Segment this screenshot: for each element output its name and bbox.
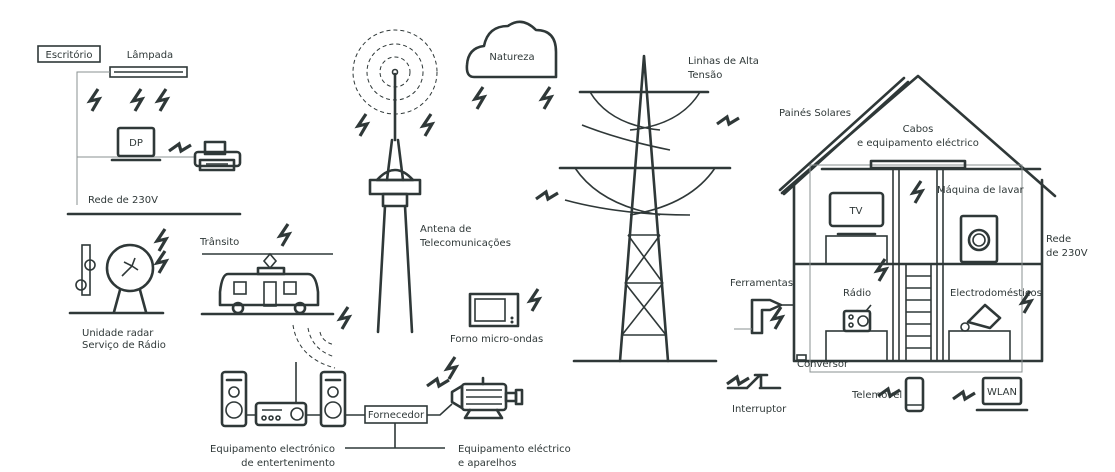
lightning-bolt-icon	[540, 85, 553, 111]
supply-line	[345, 423, 445, 449]
antenna-label-1: Antena de	[420, 224, 471, 235]
lightning-bolt-icon	[911, 179, 924, 205]
speaker-icon	[220, 370, 248, 428]
converter-icon	[796, 354, 807, 361]
hv-label-2: Tensão	[687, 70, 722, 81]
office-label-box	[37, 45, 101, 63]
lightning-bolt-icon	[421, 112, 434, 138]
house-grid-label-1: Rede	[1046, 234, 1071, 245]
microwave-scene: Forno micro-ondas	[450, 287, 543, 345]
mobile-label: Telemóvel	[851, 389, 902, 401]
antenna-label-2: Telecomunicações	[419, 238, 511, 249]
lightning-bolt-icon	[278, 222, 291, 248]
switch-label: Interruptor	[732, 404, 787, 415]
lightning-bolt-icon	[528, 287, 541, 313]
entertainment-label-1: Equipamento electrónico	[210, 443, 335, 455]
lightning-bolt-icon	[445, 355, 458, 381]
converter-label: Conversor	[797, 359, 849, 370]
tram-scene: Trânsito	[199, 222, 335, 316]
high-voltage-pylon: Linhas de Alta Tensão	[534, 54, 759, 363]
washer-label: Máquina de lavar	[937, 184, 1024, 196]
lightning-bolt-icon	[338, 305, 351, 331]
stairs-icon	[905, 264, 932, 361]
supplier-label: Fornecedor	[368, 410, 425, 421]
cables-label-1: Cabos	[903, 124, 934, 135]
office-wire	[76, 71, 110, 205]
nature-label: Natureza	[489, 52, 534, 63]
hv-label-1: Linhas de Alta	[688, 56, 759, 67]
speaker-icon	[319, 370, 347, 428]
office-label: Escritório	[46, 49, 93, 61]
lightning-bolt-icon	[534, 190, 560, 201]
printer-icon	[193, 140, 242, 172]
radar-dish-icon	[105, 243, 155, 314]
drill-icon	[734, 298, 794, 335]
lightning-bolt-icon	[156, 87, 169, 113]
microwave-icon	[468, 292, 520, 328]
radar-label-2: Serviço de Rádio	[82, 339, 166, 351]
tv-icon	[825, 191, 888, 265]
supplier-scene: Fornecedor Equipamento electrónico de en…	[210, 305, 571, 469]
house-grid-label-2: de 230V	[1046, 248, 1088, 259]
nature-cloud: Natureza	[465, 20, 558, 111]
cloud-icon	[465, 20, 558, 79]
washing-machine-icon	[959, 214, 999, 264]
cables-label-2: e equipamento eléctrico	[857, 137, 979, 149]
lightning-bolt-icon	[155, 227, 168, 253]
radar-scene: Unidade radar Serviço de Rádio	[68, 227, 168, 351]
lightning-bolt-icon	[725, 375, 751, 386]
radar-label-1: Unidade radar	[82, 328, 154, 339]
wlan-laptop-icon	[975, 376, 1029, 412]
lightning-bolt-icon	[167, 142, 193, 153]
lamp-label: Lâmpada	[127, 49, 173, 61]
lightning-bolt-icon	[473, 85, 486, 111]
radio-icon	[825, 304, 888, 362]
lightning-bolt-icon	[88, 87, 101, 113]
lightning-bolt-icon	[951, 390, 977, 401]
appliances-label: Electrodomésticos	[950, 287, 1042, 299]
lightning-bolt-icon	[771, 305, 784, 331]
microwave-label: Forno micro-ondas	[450, 334, 543, 345]
wireless-devices: Interruptor Telemóvel WLAN	[725, 373, 1029, 415]
office-grid-label: Rede de 230V	[88, 195, 158, 206]
tools-label: Ferramentas	[730, 278, 793, 289]
lightning-bolt-icon	[425, 377, 451, 388]
lightning-bolt-icon	[131, 87, 144, 113]
solar-label: Painés Solares	[779, 107, 851, 119]
hairdryer-icon	[948, 303, 1011, 362]
tram-icon	[218, 252, 320, 315]
lightning-bolt-icon	[155, 249, 168, 275]
office-scene: Escritório Lâmpada DP Rede de 230V	[37, 45, 242, 216]
tv-label: TV	[849, 206, 863, 217]
stereo-icon	[254, 362, 308, 427]
motor-icon	[450, 376, 524, 420]
lamp-icon	[109, 66, 188, 78]
electrical-label-2: e aparelhos	[458, 458, 516, 469]
mobile-phone-icon	[904, 376, 925, 413]
pc-label: DP	[129, 138, 143, 149]
lightning-bolt-icon	[715, 115, 741, 126]
entertainment-label-2: de entertenimento	[241, 458, 335, 469]
supplier-box	[364, 405, 428, 424]
traffic-label: Trânsito	[199, 236, 239, 248]
electrical-label-1: Equipamento eléctrico	[458, 443, 571, 455]
laptop-icon	[110, 126, 162, 162]
lightning-bolt-icon	[875, 257, 888, 283]
radio-label: Rádio	[843, 287, 871, 299]
house-scene: Painés Solares Cabos e equipamento eléct…	[730, 74, 1088, 373]
radio-mast-icon	[75, 244, 96, 296]
cable-tray	[869, 159, 967, 170]
wlan-label: WLAN	[987, 387, 1017, 398]
lightning-bolt-icon	[356, 112, 369, 138]
switch-icon	[726, 373, 782, 390]
telecom-tower: Antena de Telecomunicações	[352, 29, 511, 334]
